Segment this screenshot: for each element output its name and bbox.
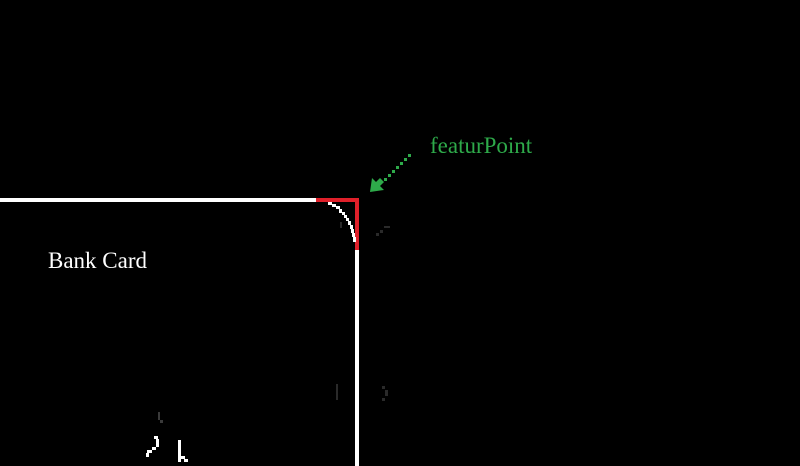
- dotted-arrow-icon: [370, 154, 411, 192]
- feature-point-label: featurPoint: [430, 133, 533, 158]
- card-label: Bank Card: [48, 248, 148, 273]
- rounded-corner-arc: [328, 202, 356, 242]
- corner-highlight: [316, 198, 359, 250]
- noise-fragments: [146, 436, 188, 462]
- bank-card-outline: [0, 198, 359, 466]
- noise-fragments-faint: [158, 412, 163, 423]
- faint-edge-fragments: [336, 222, 390, 401]
